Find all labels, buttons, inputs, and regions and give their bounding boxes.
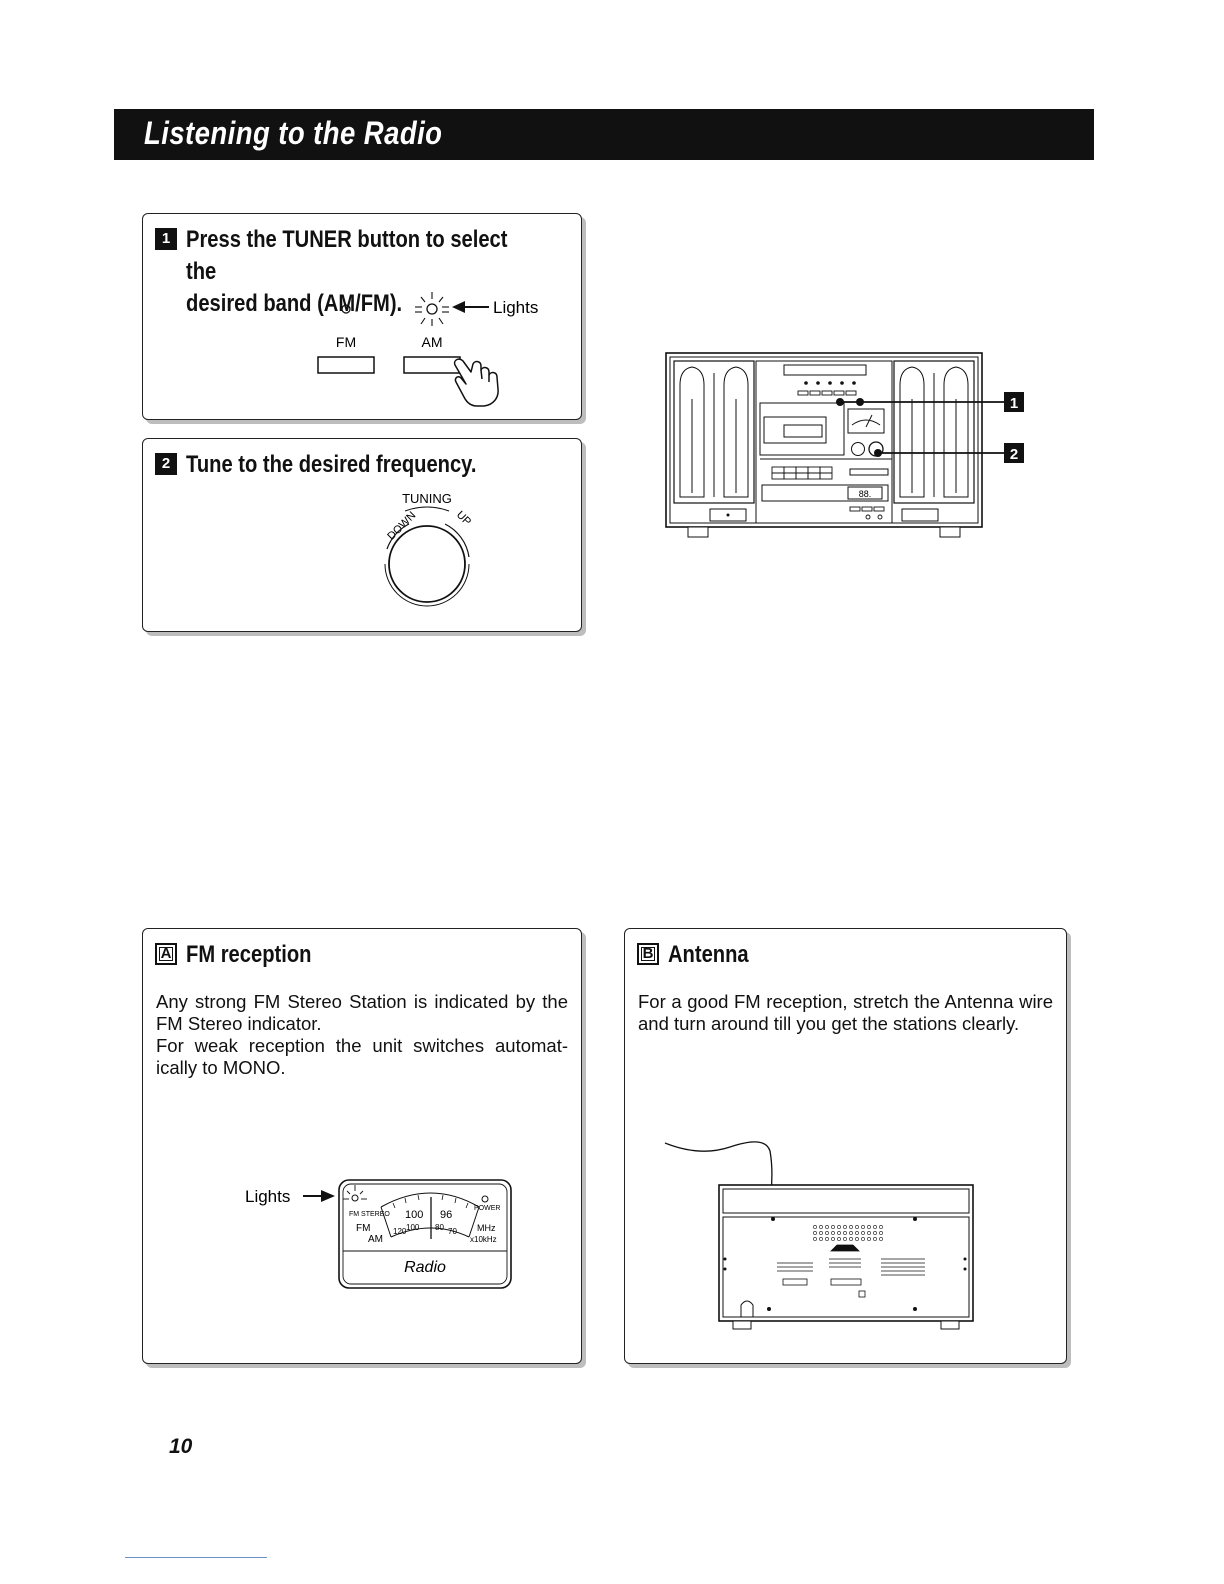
- fm-button[interactable]: [317, 356, 375, 374]
- lights-label: Lights: [493, 298, 538, 317]
- page-title: Listening to the Radio: [144, 115, 443, 151]
- meter-khz-label: x10kHz: [470, 1235, 497, 1244]
- callout-badge-1: [1004, 392, 1024, 412]
- meter-am-scale-100: 100: [406, 1223, 420, 1232]
- am-indicator-lit: [426, 303, 438, 315]
- step-1-heading: 1 Press the TUNER button to select the d…: [155, 224, 581, 320]
- stereo-unit-front-illustration: 88. 1 2: [665, 352, 1024, 538]
- step-1-number: 1: [155, 228, 177, 250]
- fm-reception-box: A FM reception Any strong FM Stereo Stat…: [142, 928, 582, 1364]
- meter-am-scale-70: 70: [448, 1227, 457, 1236]
- tuner-meter: [847, 408, 885, 434]
- tuner-button-illustration: Lights FM AM: [317, 292, 538, 407]
- antenna-letter: B: [637, 943, 659, 965]
- stereo-indicator-rays: [343, 1185, 367, 1200]
- fm-reception-paragraph-2: For weak reception the unit switches aut…: [156, 1035, 568, 1078]
- antenna-text: For a good FM reception, stretch the Ant…: [638, 991, 1053, 1035]
- antenna-heading: B Antenna: [637, 939, 764, 971]
- callout-line-1: [836, 398, 1006, 406]
- callout-1-number: 1: [1010, 395, 1018, 412]
- step-1-text-line2: desired band (AM/FM).: [186, 290, 403, 317]
- antenna-wire: [664, 1141, 773, 1222]
- antenna-box: B Antenna For a good FM reception, stret…: [624, 928, 1067, 1364]
- fm-indicator-off: [341, 304, 351, 314]
- am-button[interactable]: [403, 356, 461, 374]
- meter-fm-scale-100: 100: [405, 1209, 423, 1221]
- antenna-title: Antenna: [668, 941, 749, 968]
- meter-fm-scale-96: 96: [440, 1209, 452, 1221]
- meter-am-scale-80: 80: [435, 1223, 444, 1232]
- callout-line-2: [874, 449, 1006, 457]
- device-knob-left: [851, 442, 865, 456]
- step-2-box: 2 Tune to the desired frequency. TUNING …: [142, 438, 582, 632]
- fm-reception-title: FM reception: [186, 941, 312, 968]
- meter-fm-label: FM: [356, 1223, 370, 1234]
- fm-reception-text: Any strong FM Stereo Station is indicate…: [156, 991, 568, 1079]
- lights-arrow: [452, 301, 489, 313]
- am-indicator-rays: [415, 292, 449, 326]
- tuning-label: TUNING: [402, 491, 452, 506]
- meter-lights-arrow: [303, 1190, 335, 1202]
- callout-2-number: 2: [1010, 446, 1018, 463]
- fm-reception-paragraph-1: Any strong FM Stereo Station is indicate…: [156, 991, 568, 1034]
- meter-lights-label: Lights: [245, 1187, 290, 1206]
- fm-label: FM: [336, 334, 356, 350]
- device-display: 88.: [859, 489, 872, 499]
- meter-am-label: AM: [368, 1234, 383, 1245]
- step-2-number: 2: [155, 453, 177, 475]
- up-label: UP: [454, 509, 473, 528]
- tuning-knob-illustration: TUNING DOWN UP: [384, 491, 473, 607]
- fm-meter-illustration: Lights FM STEREO FM AM 100 96 1: [245, 1179, 512, 1289]
- rear-label-blocks: [777, 1244, 925, 1298]
- footer-divider: [125, 1557, 267, 1558]
- fm-reception-heading: A FM reception: [155, 939, 335, 971]
- am-label: AM: [422, 334, 443, 350]
- rear-vent-holes: [813, 1225, 883, 1241]
- page-number: 10: [169, 1435, 193, 1458]
- antenna-paragraph: For a good FM reception, stretch the Ant…: [638, 991, 1053, 1034]
- meter-power-label: POWER: [474, 1205, 500, 1212]
- step-1-text-line1: Press the TUNER button to select the: [186, 226, 508, 285]
- meter-am-scale-120: 120: [393, 1227, 407, 1236]
- antenna-rear-panel-illustration: [664, 1141, 974, 1330]
- step-1-box: 1 Press the TUNER button to select the d…: [142, 213, 582, 420]
- step-1-text: Press the TUNER button to select the des…: [186, 224, 518, 320]
- meter-brand: Radio: [404, 1259, 446, 1276]
- tuning-knob[interactable]: [388, 525, 466, 603]
- power-indicator: [481, 1195, 489, 1203]
- callout-badge-2: [1004, 443, 1024, 463]
- step-2-text: Tune to the desired frequency.: [186, 451, 477, 478]
- meter-fm-stereo-label: FM STEREO: [349, 1211, 390, 1218]
- pressing-hand-icon: [453, 358, 499, 407]
- fm-reception-letter: A: [155, 943, 177, 965]
- page-title-bar: Listening to the Radio: [114, 109, 1094, 160]
- step-2-heading: 2 Tune to the desired frequency.: [155, 449, 532, 481]
- meter-mhz-label: MHz: [477, 1223, 496, 1233]
